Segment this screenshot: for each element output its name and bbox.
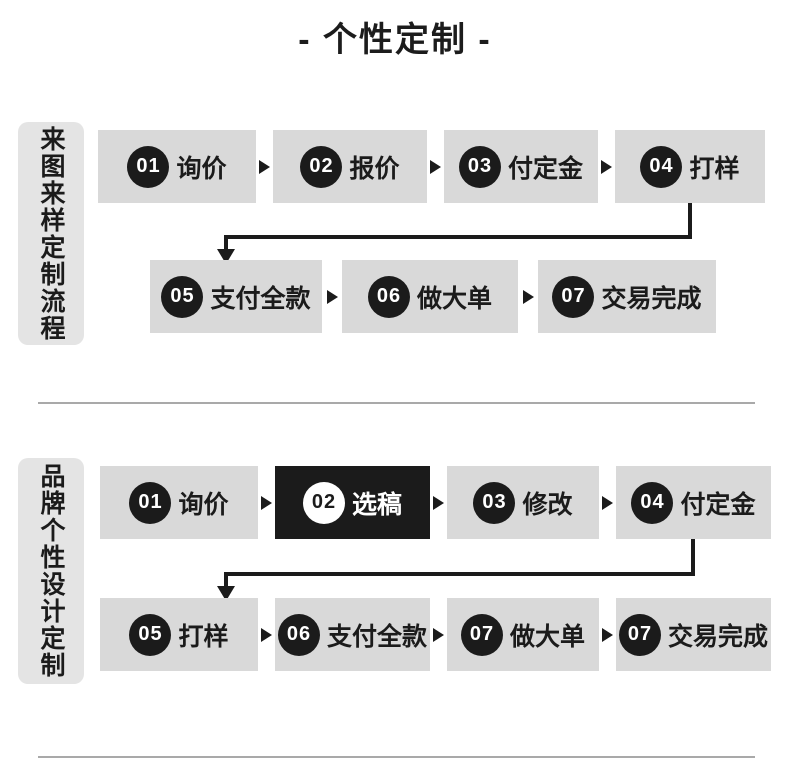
arrow-right-triangle [259, 159, 270, 174]
step-label: 交易完成 [667, 622, 768, 651]
flow-row: 01 询价 02 选稿 03 修改 04 付定金 [100, 466, 771, 539]
arrow-right-triangle [602, 627, 613, 642]
arrow-right-icon [599, 627, 616, 642]
arrow-right-icon [598, 159, 615, 174]
flow-row: 01 询价 02 报价 03 付定金 04 打样 [98, 130, 765, 203]
arrow-right-icon [258, 495, 275, 510]
step-box: 05 支付全款 [150, 260, 322, 333]
step-label: 做大单 [416, 284, 492, 313]
arrow-right-triangle [602, 495, 613, 510]
section-brand-design-custom: 品牌个性设计定制 01 询价 02 选稿 03 修改 04 付定金 [0, 455, 790, 687]
step-number-badge: 02 [300, 145, 343, 188]
section-label-vertical: 品牌个性设计定制 [18, 458, 84, 684]
section-divider [38, 402, 755, 404]
arrow-right-triangle [522, 289, 534, 304]
step-label: 询价 [176, 154, 227, 183]
step-box: 07 交易完成 [616, 598, 771, 671]
flow-row: 05 支付全款 06 做大单 07 交易完成 [150, 260, 716, 333]
step-box: 03 修改 [447, 466, 599, 539]
step-number-badge: 07 [460, 613, 503, 656]
step-label: 打样 [689, 154, 740, 183]
step-box: 05 打样 [100, 598, 258, 671]
step-box: 07 交易完成 [538, 260, 716, 333]
step-label: 支付全款 [326, 622, 427, 651]
step-box: 04 付定金 [616, 466, 771, 539]
step-label: 做大单 [509, 622, 585, 651]
step-box: 01 询价 [100, 466, 258, 539]
arrow-right-triangle [433, 627, 444, 642]
step-box: 07 做大单 [447, 598, 599, 671]
connector-line [224, 203, 692, 253]
step-number-badge: 03 [458, 145, 501, 188]
section-label-vertical: 来图来样定制流程 [18, 122, 84, 345]
arrow-right-icon [322, 289, 342, 304]
arrow-right-triangle [326, 289, 338, 304]
step-label: 付定金 [680, 490, 756, 519]
step-box-highlighted: 02 选稿 [275, 466, 430, 539]
arrow-right-icon [430, 627, 447, 642]
step-number-badge: 01 [127, 145, 170, 188]
arrow-right-icon [518, 289, 538, 304]
step-number-badge: 02 [302, 481, 345, 524]
arrow-right-icon [256, 159, 273, 174]
step-number-badge: 06 [367, 275, 410, 318]
step-number-badge: 03 [473, 481, 516, 524]
step-number-badge: 05 [129, 613, 172, 656]
step-number-badge: 05 [161, 275, 204, 318]
step-label: 交易完成 [601, 284, 702, 313]
step-box: 06 做大单 [342, 260, 518, 333]
step-box: 03 付定金 [444, 130, 598, 203]
step-label: 打样 [178, 622, 229, 651]
step-box: 02 报价 [273, 130, 427, 203]
step-label: 选稿 [351, 490, 402, 519]
flow-row: 05 打样 06 支付全款 07 做大单 07 交易完成 [100, 598, 771, 671]
step-number-badge: 04 [631, 481, 674, 524]
arrow-right-icon [258, 627, 275, 642]
arrow-right-triangle [261, 495, 272, 510]
step-label: 询价 [178, 490, 229, 519]
step-number-badge: 04 [640, 145, 683, 188]
step-number-badge: 07 [552, 275, 595, 318]
step-label: 付定金 [507, 154, 583, 183]
step-label: 支付全款 [210, 284, 311, 313]
step-box: 01 询价 [98, 130, 256, 203]
bottom-divider [38, 756, 755, 758]
arrow-right-icon [427, 159, 444, 174]
arrow-right-icon [430, 495, 447, 510]
step-number-badge: 01 [129, 481, 172, 524]
step-number-badge: 07 [618, 613, 661, 656]
step-box: 06 支付全款 [275, 598, 430, 671]
step-label: 修改 [522, 490, 573, 519]
arrow-right-triangle [433, 495, 444, 510]
connector-line [224, 539, 695, 590]
arrow-right-triangle [601, 159, 612, 174]
step-box: 04 打样 [615, 130, 765, 203]
arrow-right-triangle [430, 159, 441, 174]
arrow-right-icon [599, 495, 616, 510]
step-label: 报价 [349, 154, 400, 183]
page-title: - 个性定制 - [298, 21, 492, 59]
step-number-badge: 06 [277, 613, 320, 656]
section-sample-custom-process: 来图来样定制流程 01 询价 02 报价 03 付定金 04 打样 [0, 120, 790, 350]
arrow-right-triangle [261, 627, 272, 642]
